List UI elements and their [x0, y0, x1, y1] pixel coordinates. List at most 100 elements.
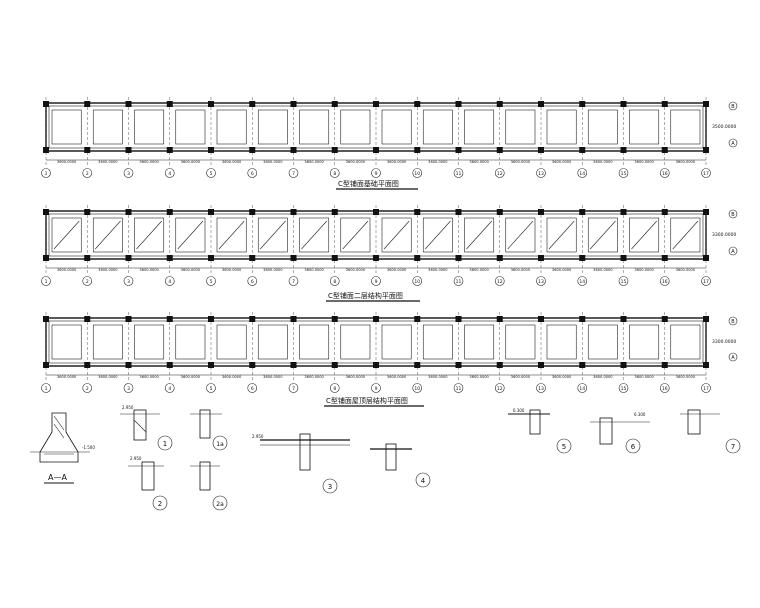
- bay-dimension: 3600.0000: [552, 375, 572, 379]
- bay-cell: [175, 217, 206, 253]
- bay-cell: [464, 109, 495, 145]
- bay-cell: [629, 324, 660, 360]
- column: [331, 255, 338, 261]
- axis-label: 16: [662, 386, 668, 392]
- axis-label: 5: [210, 279, 213, 285]
- axis-label: 4: [168, 279, 171, 285]
- bay-cell: [299, 324, 330, 360]
- bay-dimension: 3600.0000: [263, 268, 283, 272]
- column: [496, 209, 503, 215]
- axis-label: 12: [497, 279, 503, 285]
- bay-dimension: 3600.0000: [57, 268, 77, 272]
- bay-dimension: 3600.0000: [222, 375, 242, 379]
- bay-cell: [51, 109, 82, 145]
- axis-bubble: [618, 383, 629, 393]
- axis-label: 7: [292, 171, 295, 177]
- bay-cell: [587, 324, 618, 360]
- axis-bubble: [701, 276, 711, 286]
- column: [84, 255, 91, 261]
- column: [373, 316, 379, 322]
- column: [538, 101, 544, 107]
- bay-dimension: 3600.0000: [222, 268, 242, 272]
- column: [661, 147, 668, 153]
- bay-dimension: 3600.0000: [552, 268, 572, 272]
- bay-cell: [422, 109, 453, 145]
- axis-bubble: [659, 168, 670, 178]
- column: [414, 209, 421, 215]
- column: [331, 101, 338, 107]
- bay-cell: [134, 109, 165, 145]
- axis-label: 1: [45, 171, 48, 177]
- column: [579, 209, 586, 215]
- column: [125, 255, 132, 261]
- column: [579, 101, 586, 107]
- column: [455, 362, 462, 368]
- axis-bubble: [453, 383, 464, 393]
- axis-bubble: [371, 168, 381, 178]
- column: [43, 147, 49, 153]
- column: [414, 316, 421, 322]
- column: [496, 101, 503, 107]
- axis-bubble: [41, 168, 51, 178]
- axis-label: 12: [497, 171, 503, 177]
- axis-label: 14: [579, 171, 585, 177]
- column: [496, 362, 503, 368]
- axis-bubble: [536, 168, 546, 178]
- bay-dimension: 3600.0000: [263, 375, 283, 379]
- column: [208, 316, 214, 322]
- axis-bubble: [41, 383, 51, 393]
- axis-label: 3: [127, 171, 130, 177]
- axis-bubble: [288, 383, 299, 393]
- slab-diagonal: [672, 220, 699, 250]
- bay-cell: [505, 324, 536, 360]
- axis-label: 10: [414, 279, 420, 285]
- axis-bubble: [123, 276, 134, 286]
- column: [661, 255, 668, 261]
- slab-diagonal: [177, 220, 204, 250]
- column: [373, 101, 379, 107]
- column: [661, 209, 668, 215]
- axis-bubble: [453, 168, 464, 178]
- column: [620, 316, 627, 322]
- axis-bubble: [494, 383, 505, 393]
- column: [125, 101, 132, 107]
- second-floor-plan: 13600.000023600.000033600.000043600.0000…: [41, 205, 738, 302]
- detail-4: 4: [370, 443, 431, 488]
- slab-diagonal: [507, 220, 534, 250]
- bay-cell: [51, 217, 82, 253]
- axis-label: 10: [414, 171, 420, 177]
- detail-A-A: A—A -1.500: [30, 412, 95, 484]
- column: [290, 147, 297, 153]
- axis-bubble: [494, 168, 505, 178]
- axis-bubble: [536, 276, 546, 286]
- bay-dimension: 3600.0000: [428, 268, 448, 272]
- axis-bubble: [577, 276, 588, 286]
- plan-cells: [51, 109, 701, 145]
- bay-dimension: 3600.0000: [387, 375, 407, 379]
- column: [579, 255, 586, 261]
- bay-cell: [587, 217, 618, 253]
- axis-label: 2: [86, 171, 89, 177]
- column: [331, 147, 338, 153]
- detail-1: 2.950 1: [120, 405, 173, 451]
- bay-cell: [175, 324, 206, 360]
- bay-cell: [134, 324, 165, 360]
- column: [290, 362, 297, 368]
- axis-bubble: [618, 168, 629, 178]
- elevation-e1: 2.950: [122, 405, 134, 410]
- bay-cell: [464, 324, 495, 360]
- axis-bubble: [371, 383, 381, 393]
- column: [620, 209, 627, 215]
- axis-tag-A: A: [731, 355, 735, 361]
- axis-bubble: [247, 168, 258, 178]
- detail-label-5: 5: [562, 443, 566, 451]
- bay-dimension: 3600.0000: [181, 375, 201, 379]
- column: [249, 209, 256, 215]
- bay-cell: [175, 109, 206, 145]
- axis-bubble: [123, 383, 134, 393]
- axis-tag-B: B: [731, 212, 735, 218]
- slab-diagonal: [425, 220, 451, 250]
- bay-dimension: 3600.0000: [346, 268, 366, 272]
- plan-cells: [51, 324, 701, 360]
